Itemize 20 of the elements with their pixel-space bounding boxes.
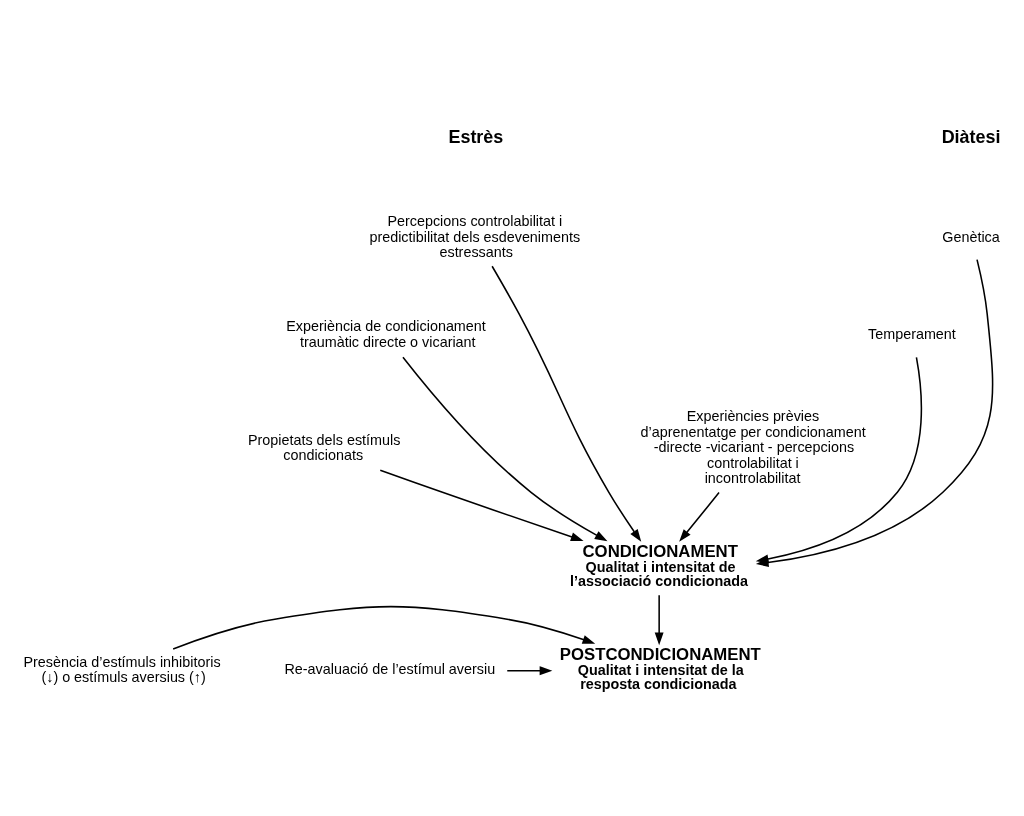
node-text: Experiències prèvies d’aprenentatge per condicionament -directe -vicariant - percepcions controlabilitat i incontrolabilitat	[640, 407, 866, 486]
node-text: Experiència de condicionament traumàtic directe o vicariant	[285, 317, 486, 350]
arrow	[678, 491, 720, 542]
node-text: CONDICIONAMENT Qualitat i intensitat de l’associació condicionada	[569, 541, 748, 589]
arrow	[755, 356, 922, 563]
node-text: Re-avaluació de l’estímul aversiu	[283, 660, 495, 677]
node-text: Genètica	[941, 228, 1000, 245]
node-text: Temperament	[867, 325, 956, 342]
node-text: POSTCONDICIONAMENT Qualitat i intensitat de la resposta condicionada	[559, 644, 761, 692]
node-text: Presència d’estímuls inhibitoris (↓) o estímuls aversius (↑)	[22, 653, 221, 685]
node-text: Propietats dels estímuls condicionats	[247, 431, 400, 463]
arrow	[506, 665, 552, 675]
arrow	[490, 264, 641, 542]
label: Diàtesi	[941, 126, 1001, 147]
label: Estrès	[447, 126, 503, 147]
arrow	[171, 605, 595, 650]
arrow	[379, 468, 584, 541]
arrow	[401, 355, 607, 541]
arrow	[654, 594, 664, 645]
node-text: Percepcions controlabilitat i predictibilitat dels esdeveniments estressants	[368, 212, 580, 260]
